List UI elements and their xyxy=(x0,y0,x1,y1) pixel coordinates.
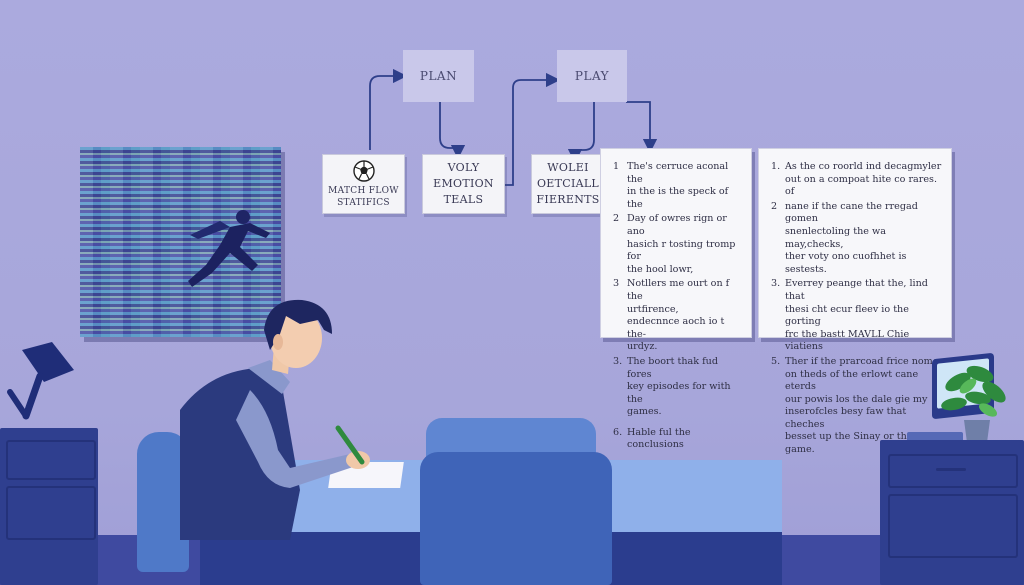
plan-node-label: PLAN xyxy=(419,69,458,83)
emotion-line1: VOLY xyxy=(447,161,480,174)
list-item: 5.Ther if the prarcoad frice nome on the… xyxy=(771,355,939,456)
fierents-box: WOLEI OETCIALL FIERENTS xyxy=(531,154,605,214)
left-cabinet xyxy=(0,428,98,585)
list-item: 3.Everrey peange that the, lind that the… xyxy=(771,278,928,353)
list-item: 6.Hable ful the conclusions xyxy=(613,426,691,451)
fierents-line1: WOLEI xyxy=(547,161,589,174)
person-writing xyxy=(180,299,370,540)
play-node-label: PLAY xyxy=(574,69,610,83)
plan-node: PLAN xyxy=(403,50,474,102)
match-flow-box: MATCH FLOW STATIFICS xyxy=(322,154,405,214)
right-cabinet xyxy=(880,440,1024,585)
emotion-line3: TEALS xyxy=(443,193,484,206)
match-flow-line2: STATIFICS xyxy=(337,197,390,208)
list-item: 1.As the co roorld ind decagmyler out on… xyxy=(771,161,942,198)
match-flow-line1: MATCH FLOW xyxy=(328,185,399,196)
emotion-line2: EMOTION xyxy=(433,177,494,190)
notes-panel-right: 1.As the co roorld ind decagmyler out on… xyxy=(758,148,952,455)
front-chair-back xyxy=(420,452,612,585)
sports-painting xyxy=(80,147,281,337)
fierents-line2: OETCIALL xyxy=(536,177,600,190)
list-item: 3.The boort thak fud fores key episodes … xyxy=(613,355,731,418)
play-node: PLAY xyxy=(557,50,627,102)
emotion-box: VOLY EMOTION TEALS xyxy=(422,154,505,214)
notes-right-list: 1.As the co roorld ind decagmyler out on… xyxy=(771,161,943,457)
fierents-line3: FIERENTS xyxy=(536,193,600,206)
soccer-ball-icon xyxy=(352,159,375,182)
right-books xyxy=(907,432,963,442)
runner-figure xyxy=(188,210,270,287)
